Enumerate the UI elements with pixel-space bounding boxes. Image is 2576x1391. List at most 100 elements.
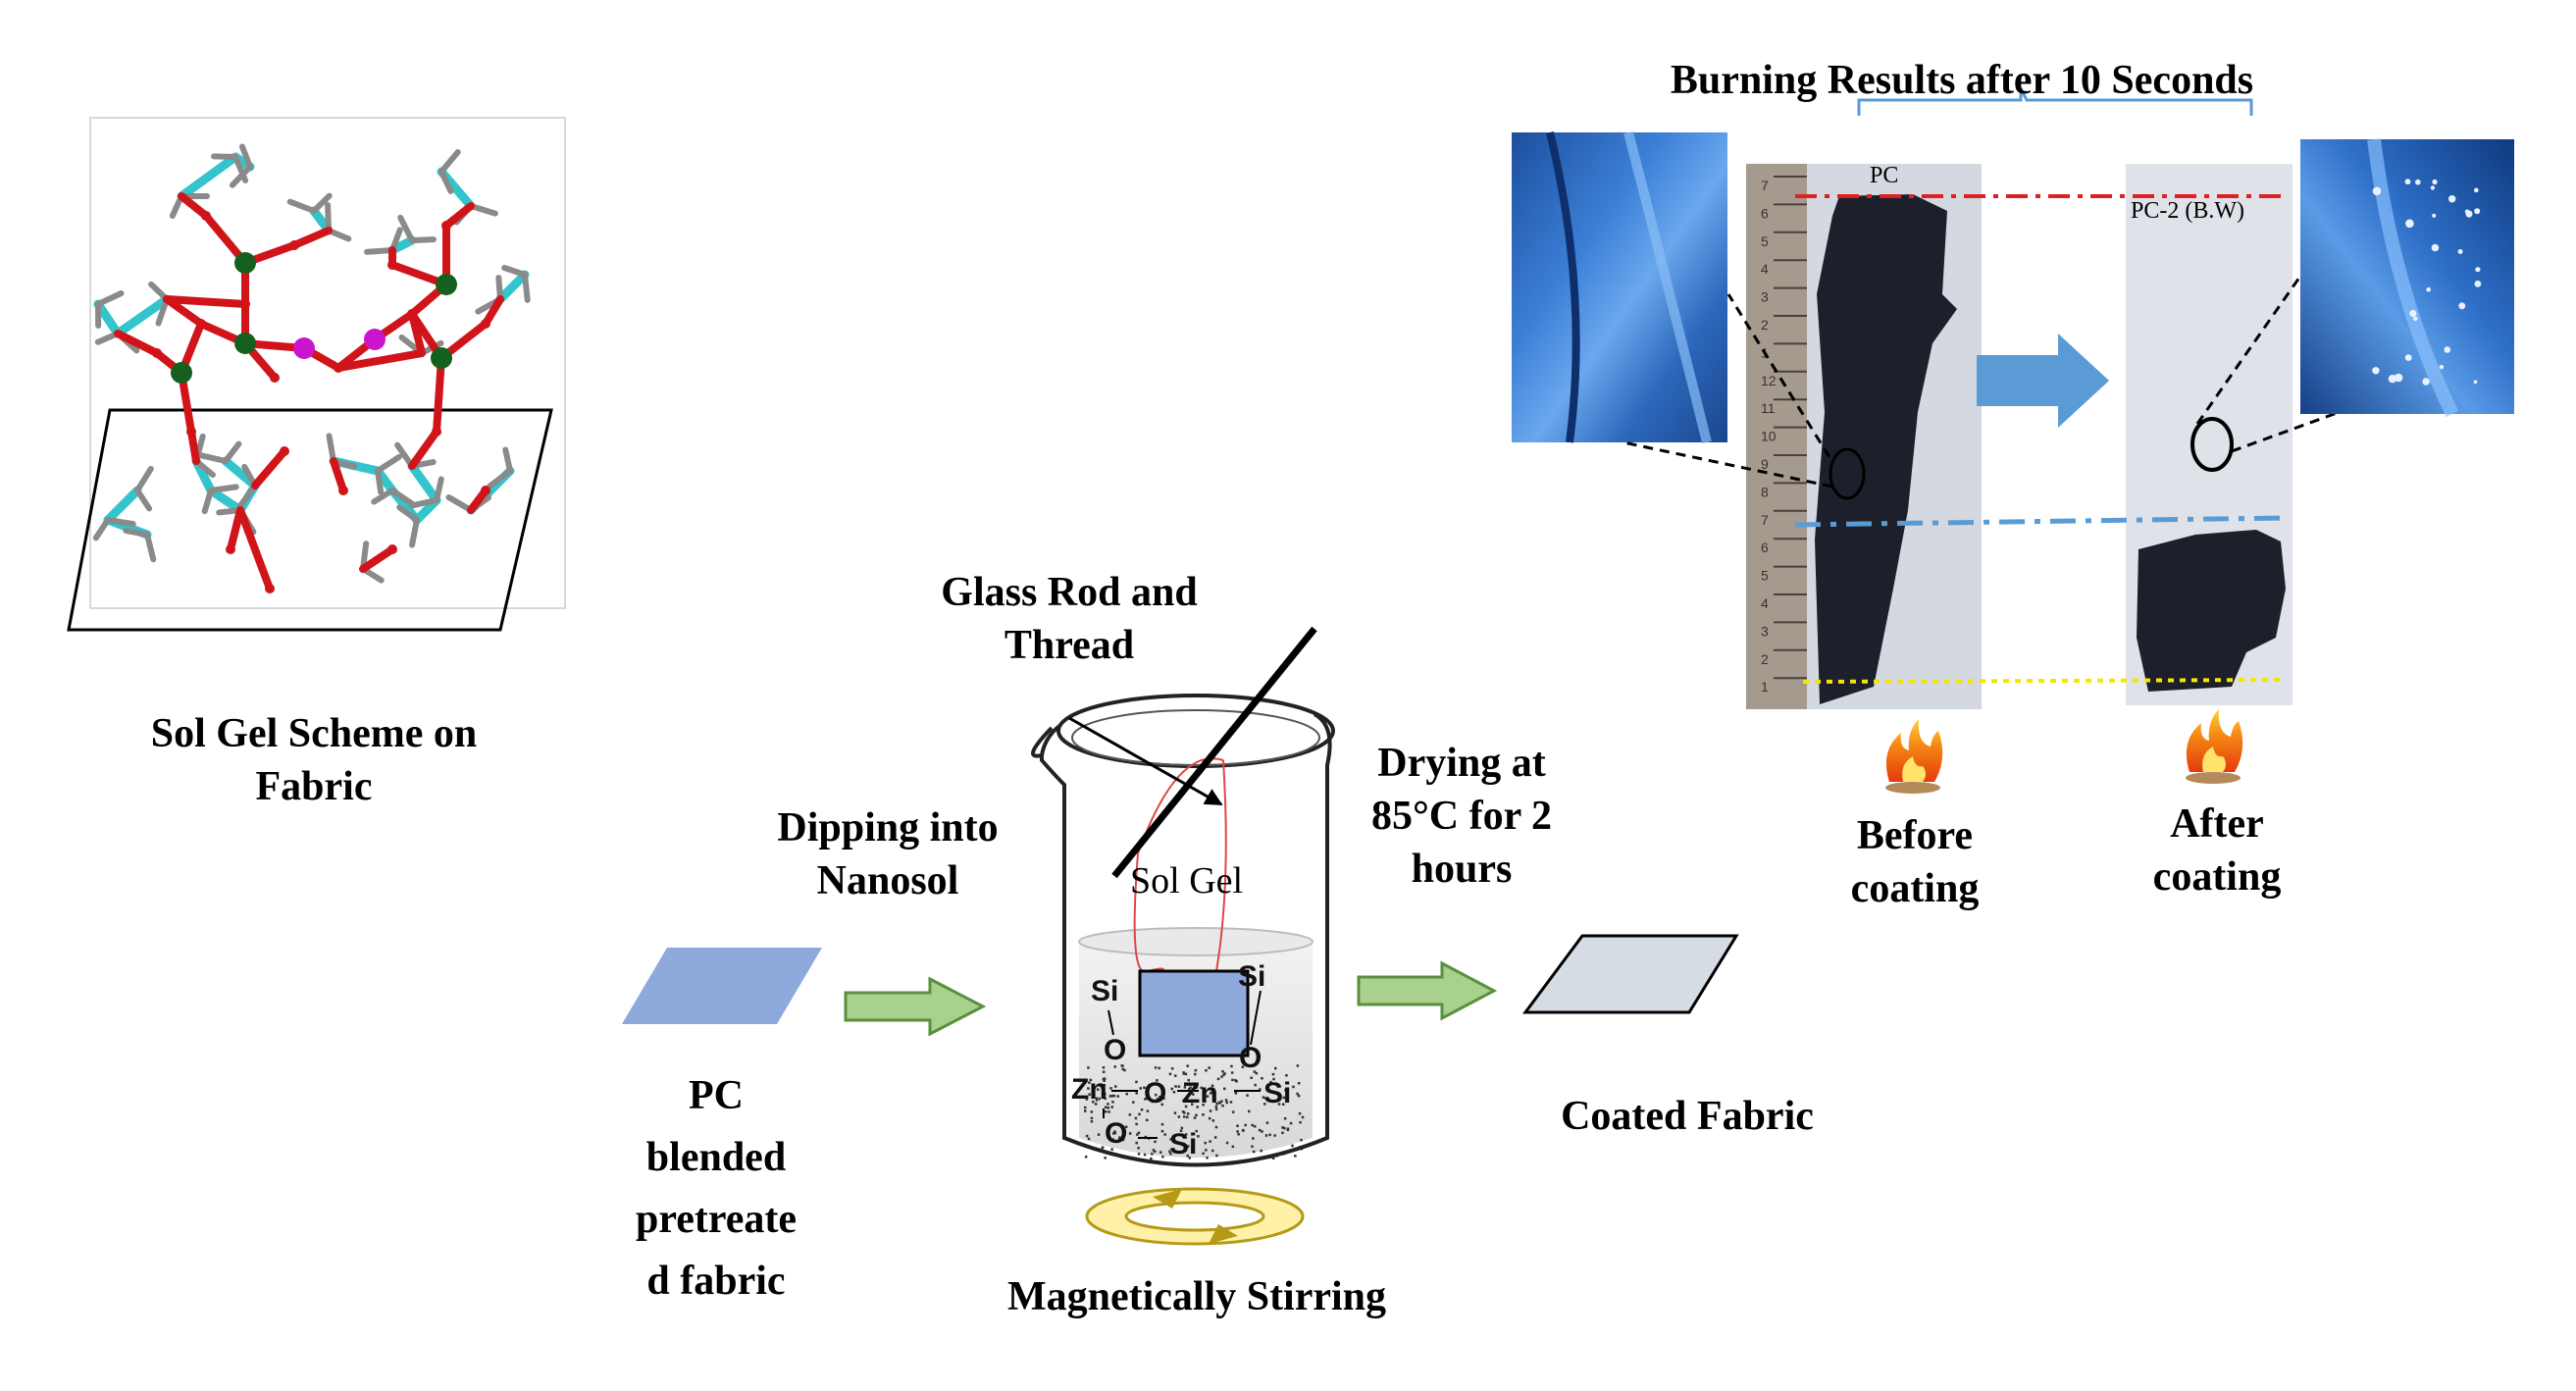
nanoparticle-dot bbox=[1244, 1123, 1247, 1127]
sample-left-label: PC bbox=[1870, 163, 1898, 188]
molecule-bond bbox=[95, 290, 125, 307]
molecule-bond bbox=[409, 517, 420, 548]
nanoparticle-dot bbox=[1260, 1149, 1262, 1153]
nanoparticle-dot bbox=[1104, 1157, 1107, 1159]
nanoparticle-dot bbox=[1234, 1092, 1238, 1095]
nanoparticle-dot bbox=[1110, 1106, 1113, 1108]
nanoparticle-dot bbox=[1182, 1072, 1186, 1075]
nanoparticle-dot bbox=[1186, 1154, 1189, 1158]
molecule-bond bbox=[134, 465, 154, 493]
ruler-number: 10 bbox=[1761, 429, 1777, 444]
glass-rod-label-line2: Thread bbox=[1004, 622, 1135, 668]
nanoparticle-dot bbox=[1112, 1132, 1115, 1135]
oxygen-atom bbox=[265, 584, 275, 593]
nanoparticle-dot bbox=[1253, 1070, 1257, 1073]
molecule-bond bbox=[311, 192, 333, 214]
nanoparticle-dot bbox=[1216, 1077, 1220, 1081]
molecule-bond bbox=[93, 299, 123, 338]
molecule-bond bbox=[364, 247, 395, 255]
nanoparticle-dot bbox=[1252, 1137, 1255, 1140]
coated-fabric-swatch bbox=[1522, 934, 1739, 1014]
ruler-number: 7 bbox=[1761, 178, 1769, 193]
molecule-atoms bbox=[152, 211, 490, 593]
nanoparticle-dot bbox=[1184, 1145, 1188, 1148]
molecule-bond bbox=[325, 202, 332, 233]
nanoparticle-dot bbox=[1209, 1140, 1211, 1143]
burning-results: 7654321121110987654321 bbox=[1512, 87, 2514, 794]
ruler-number: 8 bbox=[1761, 484, 1769, 499]
nanoparticle-dot bbox=[1231, 1110, 1235, 1113]
after-coating-line2: coating bbox=[2152, 853, 2282, 900]
nanoparticle-dot bbox=[1296, 1092, 1299, 1096]
sem-particle bbox=[2439, 365, 2445, 370]
nanoparticle-dot bbox=[1169, 1138, 1172, 1141]
nanoparticle-dot bbox=[1155, 1093, 1158, 1097]
molecule-bond bbox=[326, 433, 336, 464]
nanoparticle-dot bbox=[1095, 1099, 1099, 1102]
molecule-bond bbox=[155, 296, 170, 327]
nanoparticle-dot bbox=[1151, 1100, 1155, 1104]
sem-particle bbox=[2474, 187, 2479, 193]
nanoparticle-dots bbox=[1084, 1064, 1305, 1160]
thread-top bbox=[1137, 757, 1224, 854]
nanoparticle-dot bbox=[1143, 1086, 1146, 1089]
molecule-bond bbox=[445, 494, 474, 513]
sem-particle bbox=[2394, 373, 2403, 383]
oxygen-atom bbox=[196, 319, 206, 329]
beaker bbox=[1031, 626, 1335, 1246]
molecule-bond bbox=[408, 428, 440, 470]
nanoparticle-dot bbox=[1261, 1130, 1263, 1133]
nanoparticle-dot bbox=[1136, 1133, 1139, 1136]
silicon-atom bbox=[234, 252, 256, 274]
sample-right-label: PC-2 (B.W) bbox=[2131, 198, 2244, 224]
nanoparticle-dot bbox=[1184, 1072, 1188, 1076]
nanoparticle-dot bbox=[1113, 1130, 1116, 1133]
oxygen-atom bbox=[407, 309, 417, 319]
oxygen-atom bbox=[152, 348, 162, 358]
nanoparticle-dot bbox=[1188, 1087, 1191, 1091]
after-coating-label: After coating bbox=[2109, 799, 2325, 904]
ruler-number: 3 bbox=[1761, 289, 1769, 305]
dipping-arrow bbox=[844, 976, 987, 1037]
nanoparticle-dot bbox=[1103, 1079, 1106, 1082]
nanoparticle-dot bbox=[1194, 1068, 1198, 1072]
molecule-bond bbox=[177, 152, 240, 201]
ruler-number: 7 bbox=[1761, 512, 1769, 528]
nanoparticle-dot bbox=[1154, 1066, 1158, 1069]
nanoparticle-dot bbox=[1160, 1129, 1164, 1133]
molecule-bond bbox=[359, 545, 396, 573]
sem-particle bbox=[2457, 249, 2463, 254]
nanoparticle-dot bbox=[1090, 1110, 1094, 1113]
nanoparticle-dot bbox=[1208, 1066, 1211, 1069]
nanoparticle-dot bbox=[1186, 1064, 1189, 1067]
nanoparticle-dot bbox=[1230, 1071, 1234, 1074]
nanoparticle-dot bbox=[1229, 1101, 1233, 1104]
thread-pointer-arrow bbox=[1068, 716, 1223, 806]
nanoparticle-dot bbox=[1163, 1133, 1166, 1136]
nanoparticle-dot bbox=[1248, 1109, 1251, 1113]
nanoparticle-dot bbox=[1284, 1089, 1287, 1092]
sem-particle bbox=[2409, 309, 2417, 318]
molecule-bond bbox=[208, 484, 239, 493]
nanoparticle-dot bbox=[1138, 1112, 1141, 1116]
nanoparticle-dot bbox=[1195, 1086, 1199, 1089]
leader-before-1 bbox=[1726, 293, 1831, 458]
nanoparticle-dot bbox=[1112, 1094, 1116, 1098]
nanoparticle-dot bbox=[1169, 1152, 1172, 1156]
nanoparticle-dot bbox=[1152, 1149, 1156, 1152]
nanoparticle-dot bbox=[1094, 1103, 1098, 1106]
molecule-bond bbox=[330, 457, 347, 494]
molecule-caption-line1: Sol Gel Scheme on bbox=[150, 711, 478, 756]
nanoparticle-dot bbox=[1194, 1072, 1197, 1076]
molecule-bond bbox=[407, 461, 441, 505]
nanoparticle-dot bbox=[1137, 1147, 1140, 1150]
ruler-number: 12 bbox=[1761, 373, 1777, 388]
nanosol-atom-label: Si bbox=[1238, 960, 1265, 993]
ruler-number: 9 bbox=[1761, 456, 1769, 472]
nanoparticle-dot bbox=[1292, 1085, 1295, 1089]
beaker-rim-inner bbox=[1071, 709, 1320, 766]
flame-contact-line bbox=[1802, 678, 2287, 684]
nanoparticle-dot bbox=[1102, 1066, 1106, 1069]
nanoparticle-dot bbox=[1137, 1131, 1141, 1135]
